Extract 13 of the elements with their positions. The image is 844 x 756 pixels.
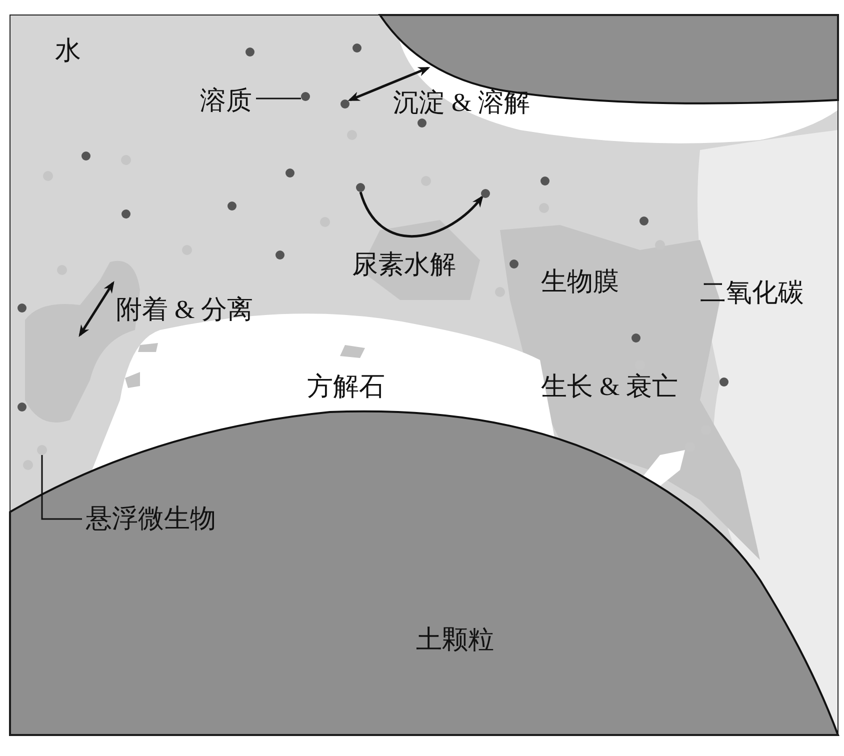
region-label: 二氧化碳: [700, 278, 804, 308]
process-label: 附着 & 分离: [116, 295, 254, 325]
region-label: 方解石: [307, 372, 385, 402]
region-label: 水: [55, 36, 81, 66]
region-label: 生物膜: [541, 267, 619, 297]
term-label: 悬浮微生物: [86, 504, 216, 534]
arrow: [359, 192, 484, 238]
leader-line: [256, 98, 301, 100]
region-label: 土颗粒: [416, 625, 494, 655]
term-label: 溶质: [200, 86, 252, 116]
leader-line: [41, 455, 82, 520]
process-label: 生长 & 衰亡: [541, 372, 678, 402]
edge-label: 尿素水解: [352, 250, 456, 280]
